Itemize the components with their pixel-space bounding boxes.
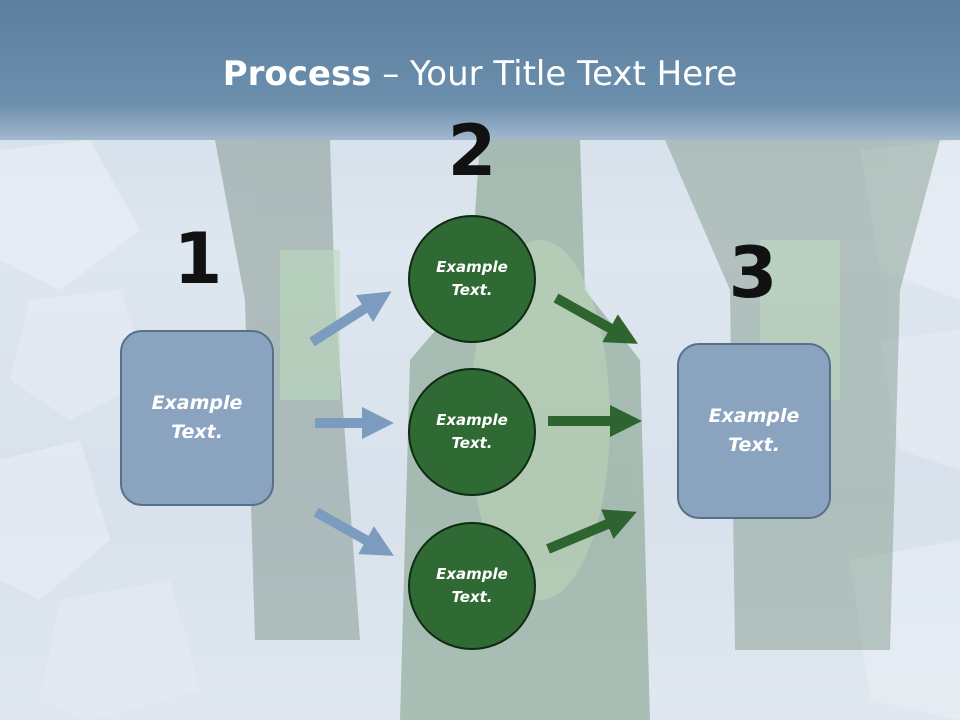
arrow-top-to-3 [553, 293, 638, 344]
arrow-1-to-bottom [313, 507, 394, 556]
title-bar [0, 0, 960, 140]
arrow-1-to-top [309, 291, 392, 347]
step-number-3: 3 [728, 232, 778, 314]
step-1-box: Example Text. [120, 330, 274, 506]
step-number-2: 2 [447, 110, 497, 192]
circle-top-text: Example Text. [436, 258, 508, 299]
circle-middle: Example Text. [408, 368, 536, 496]
step-3-text: Example Text. [708, 405, 800, 456]
circle-middle-text: Example Text. [436, 411, 508, 452]
step-number-1: 1 [173, 218, 223, 300]
arrow-bottom-to-3 [546, 509, 637, 554]
step-3-box: Example Text. [677, 343, 831, 519]
step-1-text: Example Text. [151, 392, 243, 443]
circle-bottom-text: Example Text. [436, 565, 508, 606]
circle-bottom: Example Text. [408, 522, 536, 650]
title-bold: Process [222, 54, 372, 94]
circle-top: Example Text. [408, 215, 536, 343]
title-rest: – Your Title Text Here [371, 54, 738, 94]
slide-title: Process – Your Title Text Here [0, 52, 960, 96]
